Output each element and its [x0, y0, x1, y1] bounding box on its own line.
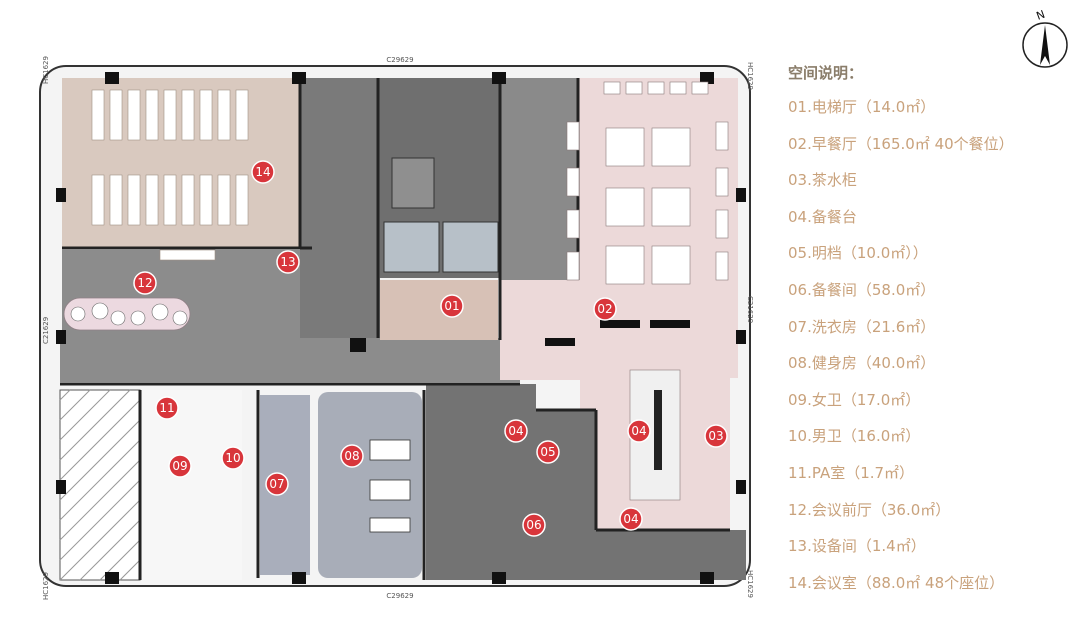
columns — [56, 72, 746, 584]
dim-corner-tr: HC1629 — [746, 62, 754, 90]
svg-text:08: 08 — [344, 449, 359, 463]
legend-item: 06.备餐间（58.0㎡） — [788, 280, 936, 299]
legend-item: 07.洗衣房（21.6㎡） — [788, 317, 936, 336]
legend-item: 02.早餐厅（165.0㎡ 40个餐位） — [788, 134, 1014, 153]
legend-item: 13.设备间（1.4㎡） — [788, 537, 926, 556]
void-hatched — [59, 389, 141, 581]
foyer-chairs — [70, 302, 188, 326]
compass: N — [1022, 8, 1068, 68]
svg-text:06: 06 — [526, 518, 541, 532]
floor-plan: C29629 C29629 C21629 C21629 HC1629 HC162… — [39, 56, 754, 600]
svg-text:14: 14 — [255, 165, 270, 179]
legend-item: 04.备餐台 — [788, 207, 857, 226]
legend-item: 12.会议前厅（36.0㎡） — [788, 500, 951, 519]
marker-04-a: 04 — [504, 419, 528, 443]
room-markers: 01 02 03 04 04 04 05 06 07 08 09 10 11 1… — [133, 160, 728, 537]
svg-text:07: 07 — [269, 477, 284, 491]
svg-text:02: 02 — [597, 302, 612, 316]
room-prep — [426, 384, 536, 580]
svg-text:01: 01 — [444, 299, 459, 313]
counter-bar — [654, 390, 662, 470]
marker-12: 12 — [133, 271, 157, 295]
marker-14: 14 — [251, 160, 275, 184]
north-arrow-icon — [1040, 25, 1050, 65]
room-open-kitchen — [536, 410, 596, 580]
walls — [60, 78, 730, 580]
marker-04-b: 04 — [627, 419, 651, 443]
marker-04-c: 04 — [619, 507, 643, 531]
compass-label: N — [1035, 8, 1047, 23]
marker-07: 07 — [265, 472, 289, 496]
dim-corner-br: HC1629 — [746, 570, 754, 598]
marker-03: 03 — [704, 424, 728, 448]
dim-bottom: C29629 — [386, 592, 413, 600]
legend-title: 空间说明： — [788, 64, 864, 82]
space-legend: 空间说明： 01.电梯厅（14.0㎡） 02.早餐厅（165.0㎡ 40个餐位）… — [788, 62, 1073, 609]
legend-item: 09.女卫（17.0㎡） — [788, 390, 921, 409]
svg-text:09: 09 — [172, 459, 187, 473]
room-elevator-lobby — [380, 280, 498, 340]
svg-text:12: 12 — [137, 276, 152, 290]
marker-06: 06 — [522, 513, 546, 537]
marker-05: 05 — [536, 440, 560, 464]
legend-item: 05.明档（10.0㎡）） — [788, 244, 928, 263]
meeting-desks — [91, 89, 249, 261]
legend-item: 08.健身房（40.0㎡） — [788, 354, 936, 373]
legend-item: 11.PA室（1.7㎡） — [788, 463, 915, 482]
room-toilets — [142, 390, 242, 580]
dim-corner-bl: HC1629 — [42, 572, 50, 600]
marker-01: 01 — [440, 294, 464, 318]
legend-item: 03.茶水柜 — [788, 171, 857, 190]
dim-right: C21629 — [746, 296, 754, 323]
svg-text:11: 11 — [159, 401, 174, 415]
marker-02: 02 — [593, 297, 617, 321]
svg-text:13: 13 — [280, 255, 295, 269]
svg-text:05: 05 — [540, 445, 555, 459]
svg-text:10: 10 — [225, 451, 240, 465]
room-prep-south — [596, 530, 746, 580]
legend-item: 14.会议室（88.0㎡ 48个座位） — [788, 573, 1005, 592]
legend-item: 10.男卫（16.0㎡） — [788, 427, 921, 446]
room-breakfast-ext — [500, 280, 590, 380]
svg-text:04: 04 — [631, 424, 646, 438]
marker-08: 08 — [340, 444, 364, 468]
dim-corner-tl: HC1629 — [42, 56, 50, 84]
dim-left: C21629 — [42, 317, 50, 344]
elevators — [383, 157, 499, 273]
marker-10: 10 — [221, 446, 245, 470]
corridor — [60, 338, 520, 382]
legend-item: 01.电梯厅（14.0㎡） — [788, 98, 936, 116]
svg-text:04: 04 — [508, 424, 523, 438]
svg-text:04: 04 — [623, 512, 638, 526]
svg-text:03: 03 — [708, 429, 723, 443]
dim-top: C29629 — [386, 56, 413, 64]
gym-equipment — [369, 439, 411, 533]
marker-11: 11 — [155, 396, 179, 420]
marker-13: 13 — [276, 250, 300, 274]
stair-core — [300, 78, 380, 338]
room-breakfast — [578, 78, 738, 378]
marker-09: 09 — [168, 454, 192, 478]
